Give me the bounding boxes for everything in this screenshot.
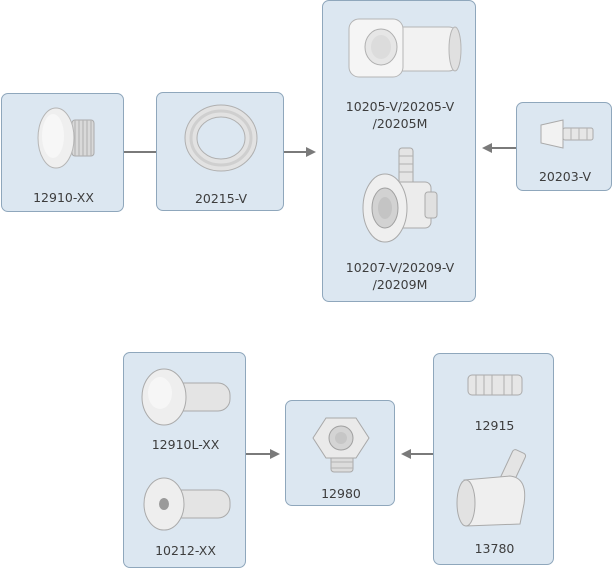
sleeve-fitting-icon: [143, 477, 231, 531]
barbed-nipple-icon: [467, 374, 523, 396]
label-12915: 12915: [474, 418, 515, 433]
barb-adapter-icon: [540, 119, 594, 149]
elbow-sleeve-icon: [456, 449, 527, 527]
label-10205-line1: 10205-V/20205-V: [345, 99, 455, 114]
label-13780: 13780: [474, 541, 515, 556]
tee-fitting-icon: [348, 18, 462, 78]
cap-plug-icon: [37, 107, 95, 169]
part-box-10205-10207: 10205-V/20205-V /20205M 10207-V/20209-V …: [322, 0, 476, 302]
part-box-20203-v: 20203-V: [516, 102, 612, 191]
label-10207-line1: 10207-V/20209-V: [345, 260, 455, 275]
label-12910-xx: 12910-XX: [33, 190, 94, 205]
label-20203-v: 20203-V: [538, 169, 592, 184]
part-box-20215-v: 20215-V: [156, 92, 284, 211]
hex-nut-icon: [312, 417, 370, 473]
label-10205-line2: /20205M: [372, 116, 428, 131]
label-20215-v: 20215-V: [194, 191, 248, 206]
part-box-12980: 12980: [285, 400, 395, 506]
part-box-12910l-10212: 12910L-XX 10212-XX: [123, 352, 246, 568]
part-box-12910-xx: 12910-XX: [1, 93, 124, 212]
label-10212-xx: 10212-XX: [155, 543, 216, 558]
part-box-12915-13780: 12915 13780: [433, 353, 554, 565]
long-cap-plug-icon: [141, 368, 231, 426]
gasket-ring-icon: [184, 104, 258, 172]
elbow-barb-fitting-icon: [362, 147, 438, 243]
label-12910l-xx: 12910L-XX: [151, 437, 220, 452]
label-10207-line2: /20209M: [372, 277, 428, 292]
label-12980: 12980: [321, 486, 361, 501]
